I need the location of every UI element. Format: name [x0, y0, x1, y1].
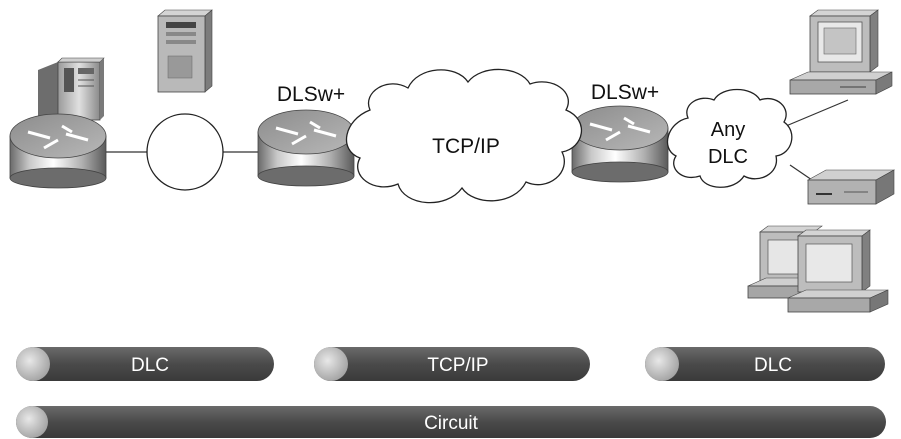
token-ring-icon	[146, 113, 224, 191]
tcpip-cloud-label: TCP/IP	[432, 135, 500, 158]
cluster-controller-icon	[806, 169, 896, 205]
router-dlsw-right-icon	[571, 105, 669, 183]
circuit-bar-label: Circuit	[424, 413, 479, 434]
mainframe-host-icon	[38, 57, 105, 126]
terminal-front-icon	[787, 229, 889, 313]
router-dlsw-left-icon	[257, 109, 355, 187]
any-dlc-line1-label: Any	[711, 119, 745, 141]
dlsw-right-label: DLSw+	[591, 81, 659, 104]
dlsw-left-label: DLSw+	[277, 83, 345, 106]
tcpip-cloud-icon	[345, 68, 583, 204]
tcpip-bar: TCP/IP	[314, 347, 590, 381]
tcpip-bar-label: TCP/IP	[427, 355, 488, 376]
router-left-icon	[9, 113, 107, 189]
dlc-bar-right: DLC	[645, 347, 885, 381]
dlc-bar-right-label: DLC	[754, 355, 792, 376]
server-tower-icon	[157, 9, 213, 93]
dlc-bar-left: DLC	[16, 347, 274, 381]
workstation-pc-icon	[789, 9, 893, 95]
dlc-bar-left-label: DLC	[131, 355, 169, 376]
any-dlc-line2-label: DLC	[708, 146, 748, 168]
circuit-bar: Circuit	[16, 406, 886, 438]
any-dlc-cloud-icon	[666, 88, 793, 188]
